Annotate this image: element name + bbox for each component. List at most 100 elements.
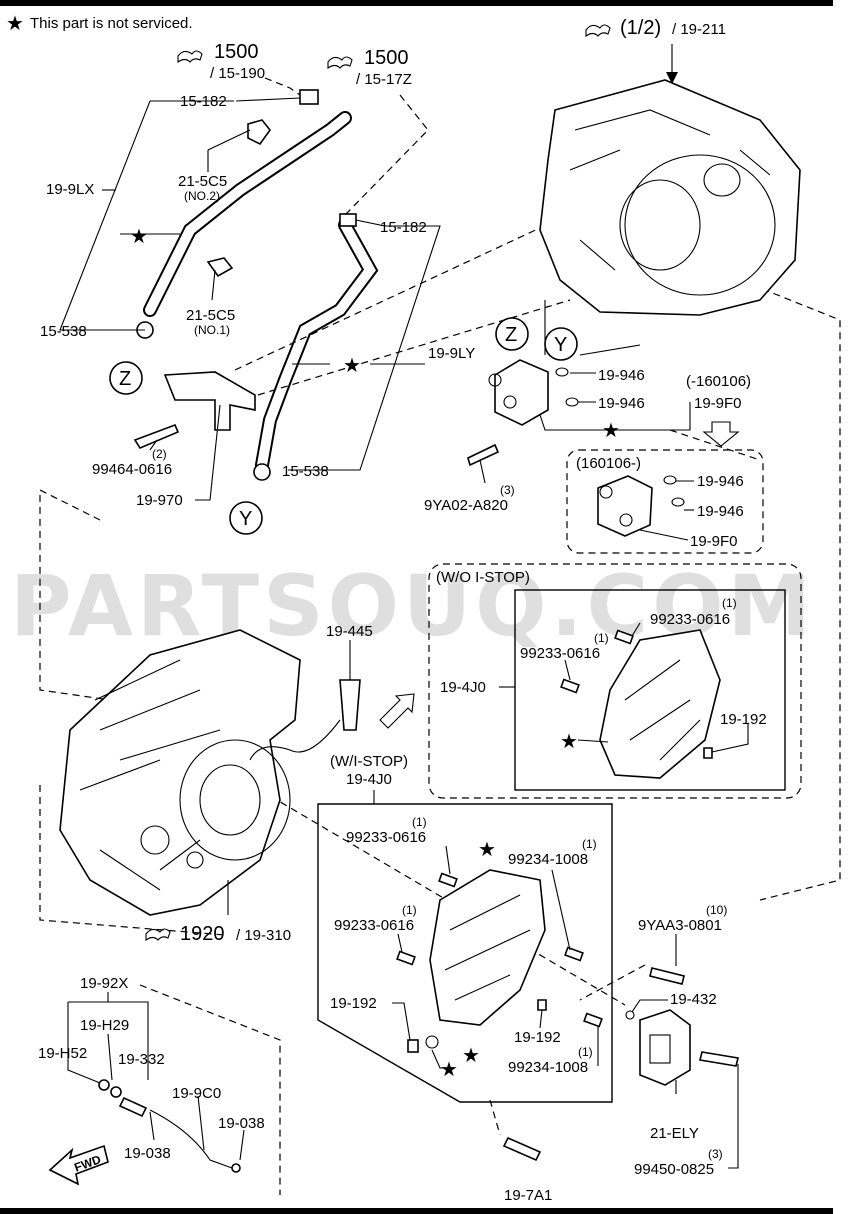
star-icon: ★	[602, 420, 620, 442]
label-19-192-b: 19-192	[330, 995, 377, 1012]
sensor-19-445	[339, 679, 361, 731]
label-19-7a1: 19-7A1	[504, 1187, 552, 1204]
label-21-ely: 21-ELY	[650, 1125, 699, 1142]
ref-sub: / 19-310	[236, 927, 291, 944]
label-wo-istop: (W/O I-STOP)	[436, 569, 530, 586]
star-icon: ★	[343, 355, 361, 377]
down-arrow-icon	[702, 421, 740, 447]
marker-z-right-label: Z	[505, 324, 517, 346]
wo-istop-inner-box	[514, 589, 786, 791]
label-19-192-a: 19-192	[720, 711, 767, 728]
label-date-1: (-160106)	[686, 373, 751, 390]
sensor-group-19-92x	[67, 992, 245, 1173]
clamp-15-182-b	[339, 213, 357, 227]
variant-box-160106	[566, 449, 764, 554]
ref-sub: / 15-17Z	[356, 71, 412, 88]
marker-y-left-label: Y	[239, 508, 252, 530]
oil-cooler-new	[597, 475, 694, 541]
label-19-038-a: 19-038	[218, 1115, 265, 1132]
label-99233-c: 99233-0616	[346, 829, 426, 846]
dashed-links	[39, 77, 841, 1195]
speed-sensor-19-332	[118, 1096, 148, 1118]
leaders-cooler	[479, 300, 691, 484]
hose-19-9ly	[253, 213, 379, 481]
label-19-9ly: 19-9LY	[428, 345, 475, 362]
label-99233-b-qty: (1)	[594, 631, 609, 645]
label-99233-a-qty: (1)	[722, 596, 737, 610]
hatched-arrow-icon	[379, 693, 415, 729]
label-19-038-b: 19-038	[124, 1145, 171, 1162]
label-19-9c0: 19-9C0	[172, 1085, 221, 1102]
clip-21-5c5-no2	[247, 119, 272, 146]
clamp-15-182-a	[299, 89, 319, 105]
label-19-h52: 19-H52	[38, 1045, 87, 1062]
label-19-4j0-a: 19-4J0	[440, 679, 486, 696]
book-icon	[177, 50, 203, 64]
marker-z-left-label: Z	[119, 368, 131, 390]
wi-istop-box	[317, 803, 613, 1103]
ref-number: 1500	[364, 47, 409, 69]
transmission-case-19-211	[539, 79, 801, 316]
wo-istop-box	[428, 563, 802, 799]
top-rule	[0, 0, 833, 6]
label-9yaa3-qty: (10)	[706, 903, 727, 917]
hose-19-9lx	[136, 89, 352, 339]
label-19-9f0-b: 19-9F0	[690, 533, 738, 550]
oil-pump-cover-wo-istop	[560, 629, 721, 779]
label-15-538-a: 15-538	[40, 323, 87, 340]
label-wi-istop: (W/I-STOP)	[330, 753, 408, 770]
label-19-h29: 19-H29	[80, 1017, 129, 1034]
label-21-5c5-a-sub: (NO.2)	[184, 189, 220, 203]
label-99464-qty: (2)	[152, 447, 167, 461]
label-19-92x: 19-92X	[80, 975, 128, 992]
oil-pump-cover-wi-istop	[396, 869, 603, 1053]
star-icon: ★	[130, 226, 148, 248]
arrow-icon	[666, 72, 678, 84]
ref-1500-a[interactable]: 1500 / 15-190	[177, 41, 265, 82]
label-99450-qty: (3)	[708, 1147, 723, 1161]
star-icon: ★	[462, 1045, 480, 1067]
label-99234-a-qty: (1)	[582, 837, 597, 851]
marker-z-right	[495, 317, 529, 351]
label-21-5c5-b: 21-5C5	[186, 307, 235, 324]
marker-y-left	[229, 501, 263, 535]
not-serviced-note: This part is not serviced.	[30, 15, 193, 32]
bracket-19-970	[163, 371, 256, 431]
book-icon	[327, 56, 353, 70]
label-19-192-c: 19-192	[514, 1029, 561, 1046]
label-15-538-b: 15-538	[282, 463, 329, 480]
star-icon: ★	[560, 731, 578, 753]
label-21-5c5-a: 21-5C5	[178, 173, 227, 190]
label-19-970: 19-970	[136, 492, 183, 509]
clamp-15-538-b	[253, 463, 271, 481]
label-99450-0825: 99450-0825	[634, 1161, 714, 1178]
ref-number: 1920	[180, 923, 225, 945]
bolt-99450-0825	[699, 1051, 739, 1067]
leaders-wi-istop	[373, 790, 599, 1069]
star-icon: ★	[6, 13, 24, 35]
star-icon: ★	[440, 1059, 458, 1081]
clip-21-5c5-no1	[206, 257, 234, 278]
ref-number: (1/2)	[620, 17, 661, 39]
label-19-946-c: 19-946	[697, 473, 744, 490]
label-date-2: (160106-)	[576, 455, 641, 472]
o-ring-19-h52	[98, 1079, 110, 1091]
transmission-assembly	[59, 629, 301, 916]
label-99233-d: 99233-0616	[334, 917, 414, 934]
ref-sub: / 15-190	[210, 65, 265, 82]
label-19-332: 19-332	[118, 1051, 165, 1068]
book-icon	[145, 928, 171, 942]
ref-1500-b[interactable]: 1500 / 15-17Z	[327, 47, 412, 88]
label-99233-a: 99233-0616	[650, 611, 730, 628]
leaders-left	[59, 97, 441, 501]
bolt-19-7a1	[502, 1136, 542, 1162]
ref-1-2[interactable]: (1/2) / 19-211	[585, 17, 726, 39]
leaders-transmission	[227, 640, 351, 915]
ref-1920[interactable]: 1920 / 19-310	[145, 923, 291, 945]
bolt-9yaa3-0801	[649, 967, 685, 985]
label-15-182-a: 15-182	[180, 93, 227, 110]
label-99234-b: 99234-1008	[508, 1059, 588, 1076]
label-99233-c-qty: (1)	[412, 815, 427, 829]
label-15-182-b: 15-182	[380, 219, 427, 236]
